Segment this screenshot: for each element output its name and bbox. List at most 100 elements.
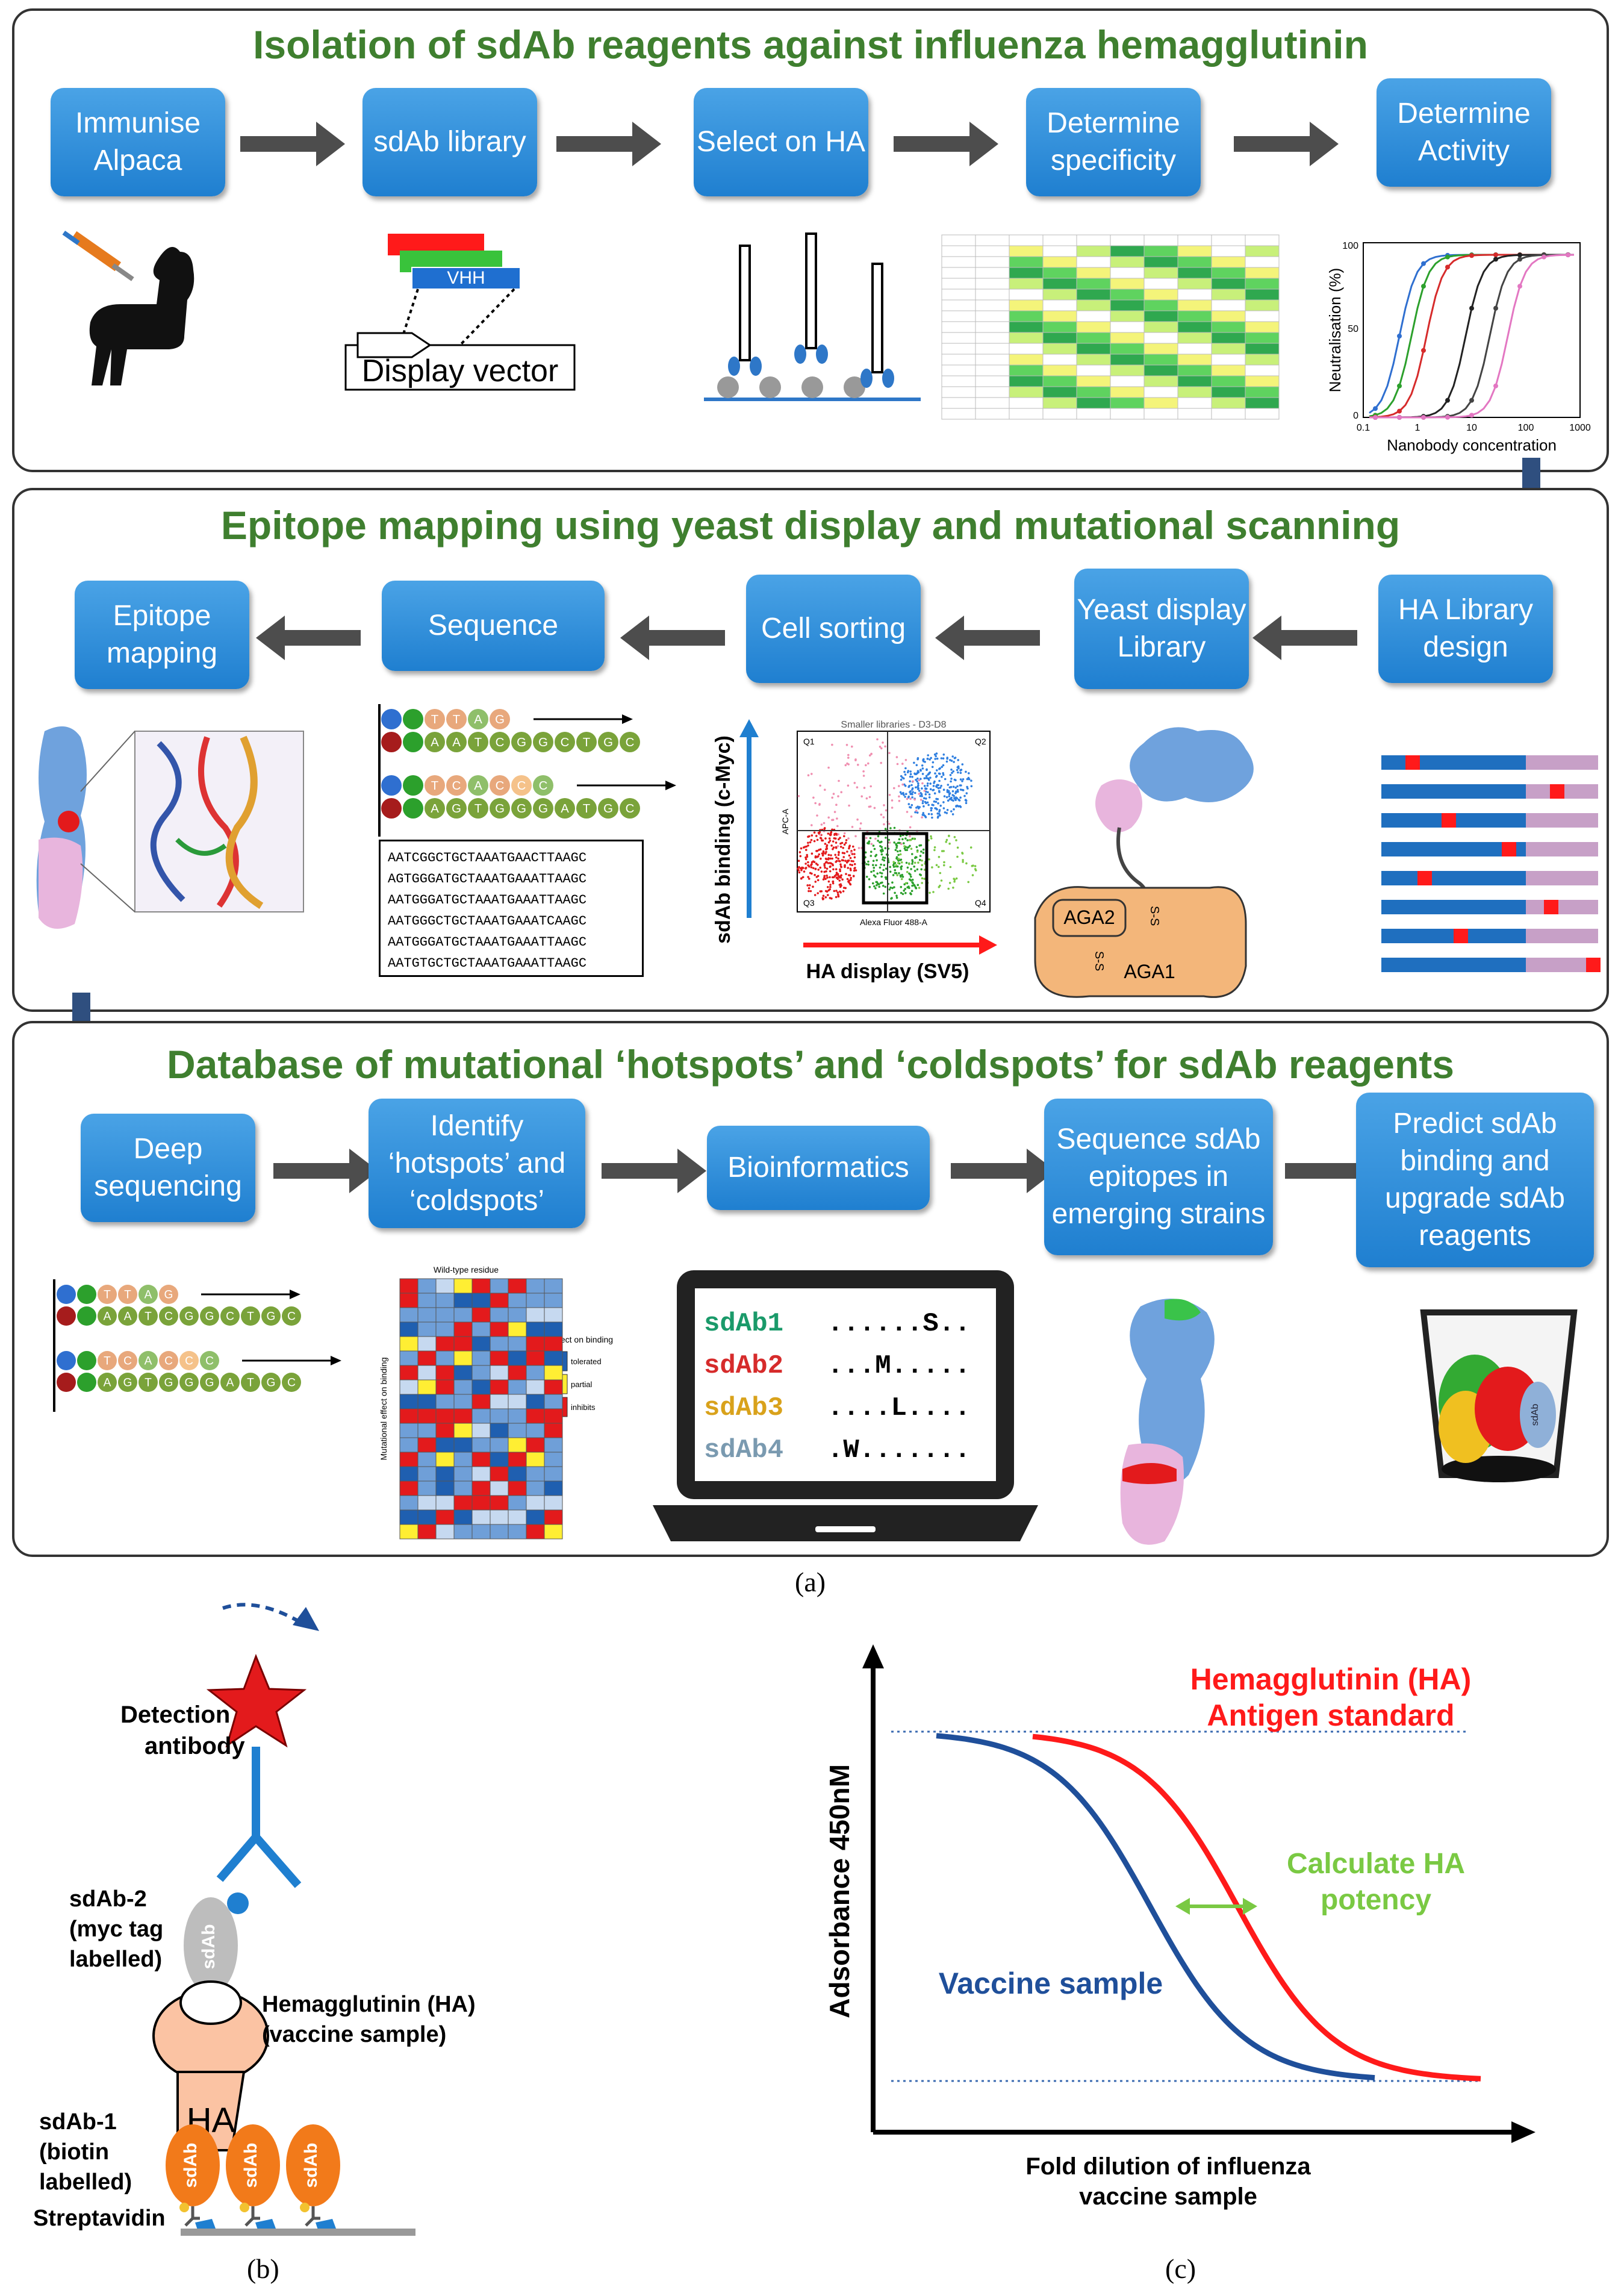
facs-event <box>881 881 883 884</box>
spec-cell <box>1009 364 1044 376</box>
facs-event <box>894 872 897 875</box>
facs-event <box>820 870 823 873</box>
facs-event <box>803 870 806 873</box>
spec-cell <box>975 321 1010 333</box>
spec-cell <box>1076 234 1111 246</box>
base-letter: T <box>124 1288 131 1301</box>
facs-event <box>965 770 967 773</box>
facs-event <box>947 784 950 786</box>
facs-event <box>809 841 812 844</box>
step-bioinformatics[interactable]: Bioinformatics <box>707 1126 930 1210</box>
facs-event <box>967 881 969 884</box>
facs-event <box>839 868 841 871</box>
facs-event <box>906 771 909 773</box>
facs-event <box>904 796 906 798</box>
facs-event <box>868 878 871 881</box>
spec-cell <box>1110 289 1145 301</box>
facs-event <box>827 886 829 888</box>
heatmap-cell <box>399 1408 418 1424</box>
facs-event <box>901 783 904 786</box>
facs-event <box>838 838 840 841</box>
step-deep-sequencing[interactable]: Deep sequencing <box>81 1114 255 1222</box>
facs-event <box>896 874 898 876</box>
facs-event <box>948 793 951 796</box>
facs-event <box>962 778 965 781</box>
facs-event <box>903 783 906 786</box>
facs-event <box>938 790 941 793</box>
facs-event <box>839 842 842 845</box>
facs-event <box>837 857 839 860</box>
step-yeast-display-library[interactable]: Yeast display Library <box>1074 569 1249 689</box>
base-circle <box>555 732 575 752</box>
facs-event <box>911 859 913 861</box>
step-immunise-alpaca[interactable]: Immunise Alpaca <box>51 88 225 196</box>
facs-event <box>970 779 972 782</box>
vaccine-sample-curve <box>936 1733 1375 2081</box>
facs-event <box>853 853 856 855</box>
facs-event <box>850 876 852 879</box>
facs-event <box>876 738 879 741</box>
facs-event <box>863 787 866 789</box>
step-ha-library-design[interactable]: HA Library design <box>1378 575 1553 683</box>
facs-event <box>804 863 807 865</box>
heatmap-cell <box>399 1480 418 1496</box>
neut-point <box>1469 305 1474 311</box>
step-epitope-mapping[interactable]: Epitope mapping <box>75 581 249 689</box>
heatmap-cell <box>490 1452 509 1467</box>
facs-event <box>870 752 873 755</box>
facs-event <box>870 850 873 853</box>
facs-event <box>904 759 907 761</box>
facs-event <box>843 852 846 855</box>
facs-event <box>851 864 853 866</box>
panel-isolation-title: Isolation of sdAb reagents against influ… <box>253 22 1368 67</box>
base-letter: T <box>453 713 460 726</box>
facs-event <box>829 888 831 891</box>
facs-event <box>959 788 962 791</box>
step-determine-specificity[interactable]: Determine specificity <box>1026 88 1201 196</box>
facs-event <box>909 770 912 773</box>
facs-event <box>809 890 812 893</box>
laptop-sdab3: sdAb3 <box>704 1393 783 1423</box>
base-letter: G <box>538 736 548 749</box>
facs-event <box>909 844 911 847</box>
facs-event <box>924 761 926 763</box>
spec-cell <box>1009 310 1044 322</box>
facs-event <box>825 861 828 863</box>
facs-event <box>821 854 824 856</box>
step-cell-sorting[interactable]: Cell sorting <box>746 575 921 683</box>
heatmap-cell <box>526 1350 545 1366</box>
facs-event <box>838 859 841 863</box>
facs-event <box>934 758 936 760</box>
step-determine-activity[interactable]: Determine Activity <box>1377 78 1551 187</box>
facs-xaxis: Alexa Fluor 488-A <box>860 917 928 927</box>
heatmap-cell <box>508 1379 527 1395</box>
facs-event <box>969 846 972 849</box>
facs-event <box>826 846 828 848</box>
step-sdab-library[interactable]: sdAb library <box>362 88 537 196</box>
facs-event <box>960 769 963 771</box>
facs-event <box>810 861 814 864</box>
spec-cell <box>941 245 976 257</box>
display-vector-label: Display vector <box>362 354 559 388</box>
step-predict-sdab[interactable]: Predict sdAb binding and upgrade sdAb re… <box>1356 1093 1594 1267</box>
facs-event <box>913 772 916 775</box>
facs-event <box>915 856 918 859</box>
spec-cell <box>1143 386 1178 398</box>
facs-event <box>879 746 882 748</box>
arrow-b1 <box>273 1149 378 1193</box>
facs-event <box>921 773 924 775</box>
step-select-on-ha[interactable]: Select on HA <box>694 88 868 196</box>
step-identify-hotspots[interactable]: Identify ‘hotspots’ and ‘coldspots’ <box>369 1099 585 1228</box>
base-letter: C <box>496 736 505 749</box>
heatmap-cell <box>399 1350 418 1366</box>
yeast-display-icon: AGA2 AGA1 S-S S-S <box>1034 727 1254 998</box>
facs-event <box>879 872 882 874</box>
facs-event <box>896 763 899 766</box>
read-cap <box>381 732 402 752</box>
heatmap-cell <box>544 1408 563 1424</box>
facs-event <box>909 835 911 838</box>
step-sequence[interactable]: Sequence <box>382 581 605 671</box>
heatmap-cell <box>544 1509 563 1525</box>
step-sequence-epitopes[interactable]: Sequence sdAb epitopes in emerging strai… <box>1044 1099 1273 1255</box>
facs-event <box>929 891 931 894</box>
